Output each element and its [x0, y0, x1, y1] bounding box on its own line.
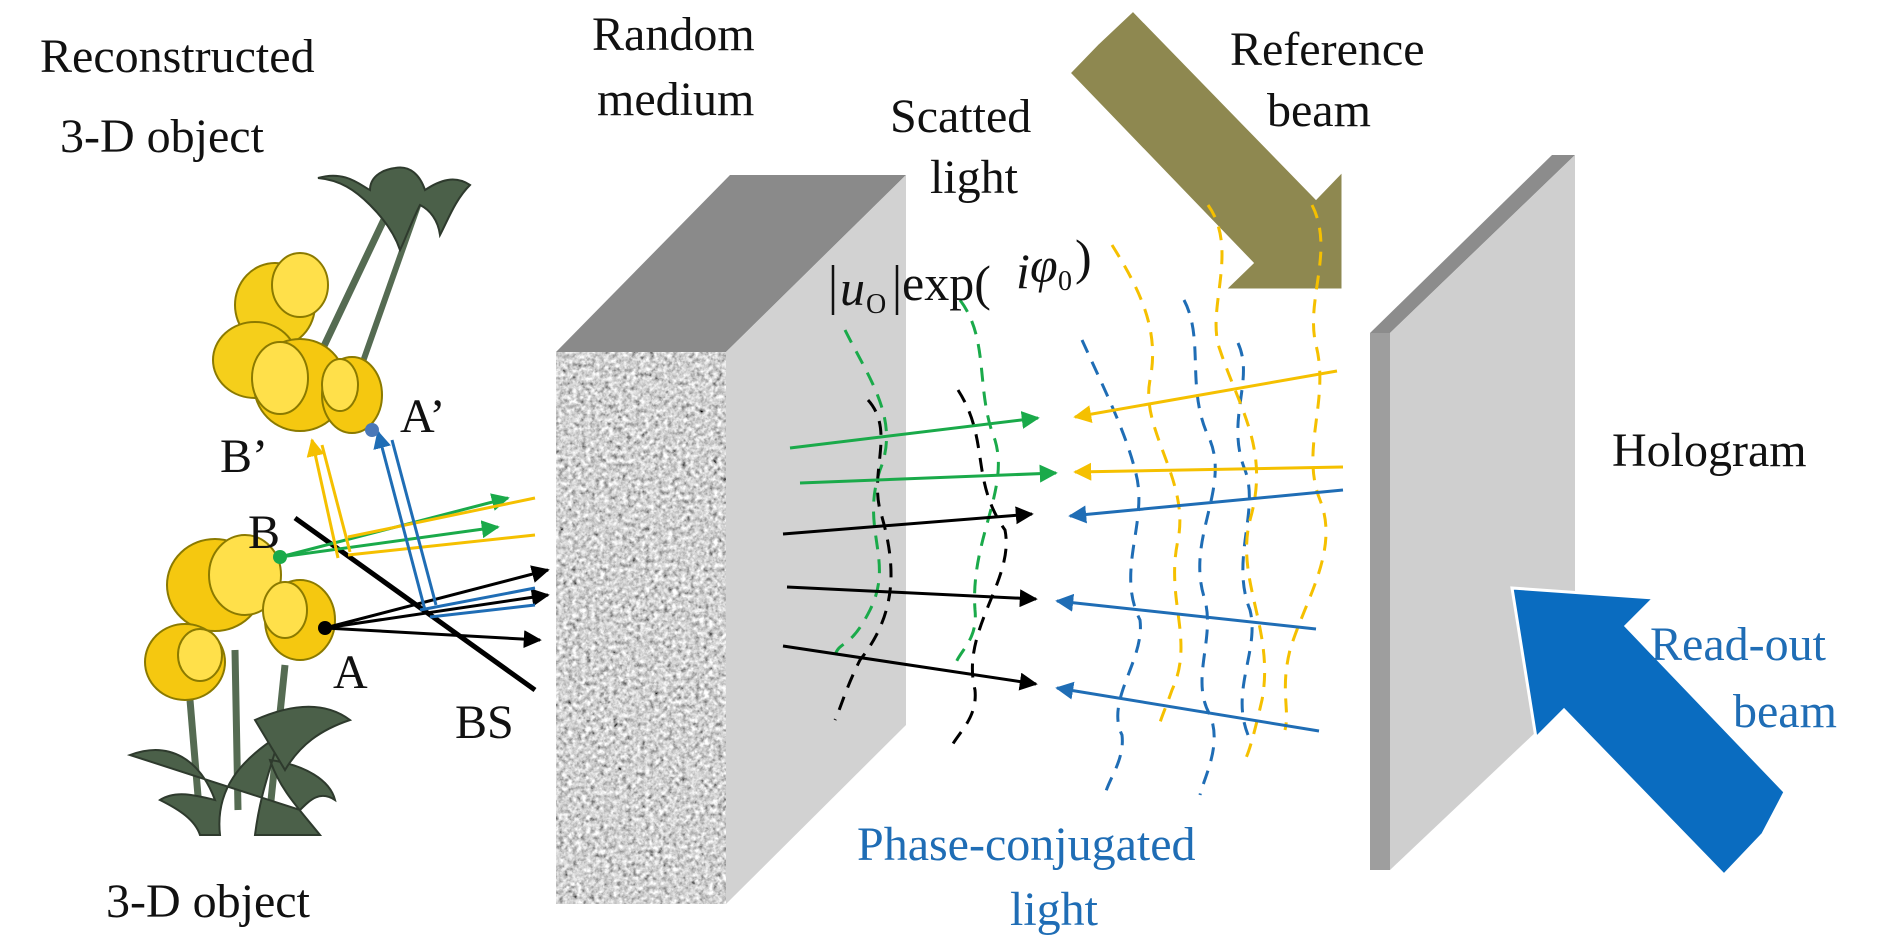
yellow-wavefront-2	[1206, 204, 1267, 761]
random-medium-label-line1: Random	[592, 8, 755, 61]
lower-leaf-right	[253, 705, 353, 772]
ray-b-yellow-2	[347, 533, 536, 557]
formula-i: i	[1016, 243, 1030, 299]
point-a-prime-label: A’	[400, 390, 445, 443]
object-rays	[279, 430, 550, 649]
scattered-wavefronts	[833, 204, 1328, 796]
formula-phi-subscript: 0	[1058, 266, 1072, 297]
readout-beam-label-line1: Read-out	[1650, 618, 1827, 671]
reconstructed-object-label-line1: Reconstructed	[40, 30, 315, 83]
yellow-ray-2	[1073, 462, 1344, 481]
point-a-label: A	[333, 646, 368, 699]
blue-wavefront-2	[1182, 299, 1217, 796]
formula-u: u	[840, 260, 865, 316]
black-ray-3	[782, 644, 1038, 691]
ray-a-3	[324, 626, 542, 649]
hologram-top-edge	[1370, 155, 1575, 333]
beam-splitter-label: BS	[455, 696, 514, 749]
ray-yellow-to-b-prime-1	[306, 438, 340, 559]
green-ray-2	[799, 464, 1058, 485]
point-a-prime-marker	[365, 423, 379, 437]
object-label: 3-D object	[106, 875, 311, 928]
lower-leaves	[126, 732, 337, 836]
formula-close: )	[1075, 229, 1092, 285]
ray-b-green-2	[279, 520, 500, 559]
field-formula: u O exp( i φ 0 )	[831, 229, 1092, 320]
black-ray-1	[782, 506, 1034, 536]
hologram-face	[1390, 155, 1575, 870]
slab-top-face	[556, 175, 906, 352]
ray-blue-to-a-prime-2	[390, 439, 438, 606]
black-wavefront-1	[833, 398, 893, 721]
formula-u-subscript: O	[866, 289, 886, 320]
green-ray-1	[789, 411, 1040, 450]
slab-speckle-texture	[556, 352, 726, 904]
point-b-marker	[273, 550, 287, 564]
upper-tulip-flowers	[212, 252, 383, 434]
ray-blue-lower-2	[429, 603, 536, 619]
black-wavefront-2	[948, 389, 1008, 751]
hologram-label: Hologram	[1612, 424, 1807, 477]
blue-wavefront-1	[1080, 339, 1142, 796]
random-medium-slab	[556, 175, 906, 904]
reference-beam-label-line2: beam	[1267, 84, 1371, 137]
hologram-edge	[1370, 333, 1390, 870]
ray-a-2	[324, 588, 550, 630]
point-a-marker	[318, 621, 332, 635]
readout-beam-label-line2: beam	[1733, 685, 1837, 738]
blue-ray-3	[1055, 681, 1320, 733]
reference-beam-arrow	[1066, 7, 1345, 292]
yellow-ray-1	[1073, 369, 1338, 424]
yellow-wavefront-3	[1283, 204, 1328, 731]
green-wavefront-1	[833, 329, 889, 656]
ray-b-yellow-1	[347, 496, 536, 539]
blue-ray-2	[1055, 593, 1317, 631]
scattered-rays	[782, 369, 1344, 733]
ray-a-1	[324, 565, 550, 630]
hologram-plate	[1370, 155, 1575, 870]
object-tulip-illustration	[126, 534, 353, 836]
ray-blue-to-a-prime-1	[373, 430, 427, 611]
scatted-light-label-line2: light	[930, 151, 1019, 204]
scatted-light-label-line1: Scatted	[890, 90, 1031, 143]
point-b-prime-label: B’	[220, 430, 268, 483]
reconstructed-tulip-illustration	[212, 166, 472, 434]
phase-conjugated-label-line2: light	[1010, 883, 1099, 936]
yellow-wavefront-1	[1110, 244, 1183, 731]
point-b-label: B	[248, 506, 280, 559]
formula-exp: exp(	[902, 255, 991, 311]
random-medium-label-line2: medium	[597, 73, 754, 126]
blue-ray-1	[1068, 488, 1344, 524]
reconstructed-object-label-line2: 3-D object	[60, 110, 265, 163]
upper-leaves	[317, 166, 472, 253]
lower-tulip-flowers	[144, 534, 336, 701]
readout-beam-arrow	[1510, 586, 1787, 878]
green-wavefront-2	[953, 299, 1000, 666]
reference-beam-label-line1: Reference	[1230, 23, 1425, 76]
formula-phi: φ	[1030, 237, 1058, 293]
ray-blue-lower-1	[419, 586, 536, 612]
phase-conjugated-label-line1: Phase-conjugated	[857, 818, 1196, 871]
ray-yellow-to-b-prime-2	[320, 444, 352, 553]
slab-side-face	[726, 175, 906, 904]
black-ray-2	[786, 585, 1038, 608]
